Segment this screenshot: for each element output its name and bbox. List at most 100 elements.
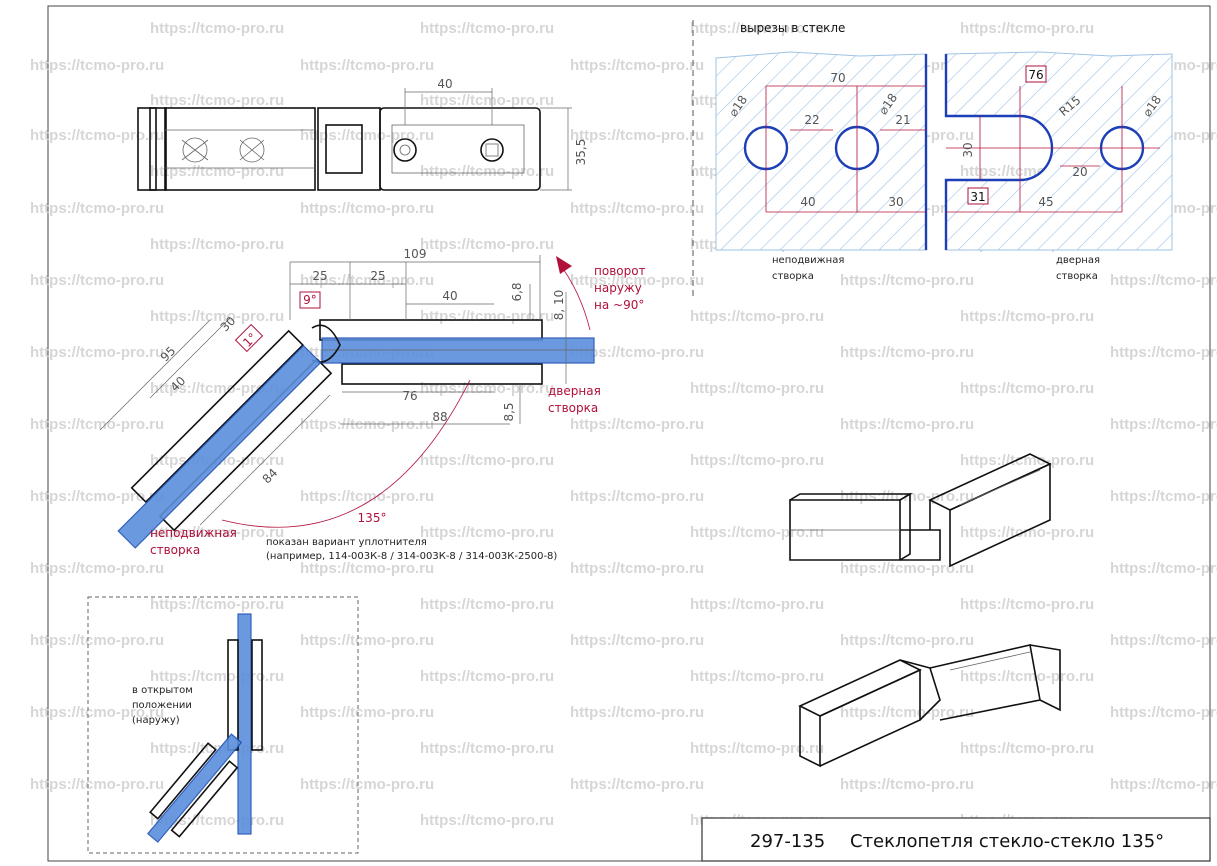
watermark-text: https://tcmo-pro.ru — [300, 488, 434, 505]
cut-r-dim-31: 31 — [970, 190, 985, 204]
svg-text:дверная: дверная — [1056, 255, 1100, 266]
watermark-text: https://tcmo-pro.ru — [300, 416, 434, 433]
watermark-text: https://tcmo-pro.ru — [420, 20, 554, 37]
watermark-text: https://tcmo-pro.ru — [420, 92, 554, 109]
svg-text:на ~90°: на ~90° — [594, 298, 644, 312]
isometric-view-top — [789, 453, 1052, 568]
watermark-text: https://tcmo-pro.ru — [690, 20, 824, 37]
watermark-text: https://tcmo-pro.ru — [1110, 632, 1217, 649]
cutouts-header: вырезы в стекле — [740, 21, 845, 35]
watermark-text: https://tcmo-pro.ru — [570, 776, 704, 793]
svg-text:створка: створка — [1056, 271, 1098, 282]
watermark-text: https://tcmo-pro.ru — [300, 57, 434, 74]
watermark-text: https://tcmo-pro.ru — [30, 200, 164, 217]
dim-total: 109 — [404, 247, 427, 261]
cut-l-dim-30: 30 — [888, 195, 903, 209]
watermark-text: https://tcmo-pro.ru — [30, 272, 164, 289]
watermark-text: https://tcmo-pro.ru — [150, 596, 284, 613]
watermark-text: https://tcmo-pro.ru — [150, 524, 284, 541]
watermark-text: https://tcmo-pro.ru — [570, 632, 704, 649]
watermark-text: https://tcmo-pro.ru — [840, 776, 974, 793]
watermark-text: https://tcmo-pro.ru — [840, 272, 974, 289]
cutout-left-glass — [715, 51, 928, 251]
top-dim-height: 35,5 — [574, 139, 588, 166]
dim-8-5: 8,5 — [502, 402, 516, 421]
watermark-text: https://tcmo-pro.ru — [570, 416, 704, 433]
svg-text:дверная: дверная — [548, 384, 601, 398]
watermark-text: https://tcmo-pro.ru — [150, 668, 284, 685]
watermark-text: https://tcmo-pro.ru — [960, 524, 1094, 541]
door-leaf-label: дверная створка — [548, 384, 601, 415]
fixed-glass-panel — [117, 344, 322, 549]
watermark-text: https://tcmo-pro.ru — [420, 380, 554, 397]
watermark-text: https://tcmo-pro.ru — [30, 57, 164, 74]
watermark-text: https://tcmo-pro.ru — [690, 308, 824, 325]
top-dim-length: 40 — [437, 77, 452, 91]
cut-r-dim-45: 45 — [1038, 195, 1053, 209]
top-view-hinge — [137, 88, 572, 191]
angle-135: 135° — [358, 511, 387, 525]
watermark-text: https://tcmo-pro.ru — [30, 344, 164, 361]
watermark-text: https://tcmo-pro.ru — [840, 416, 974, 433]
svg-text:показан вариант уплотнителя: показан вариант уплотнителя — [266, 537, 427, 548]
watermark-text: https://tcmo-pro.ru — [840, 704, 974, 721]
angle-9: 9° — [303, 293, 317, 307]
watermark-text: https://tcmo-pro.ru — [960, 380, 1094, 397]
cutout-right-label: дверная створка — [1056, 255, 1100, 282]
watermark-text: https://tcmo-pro.ru — [420, 812, 554, 829]
title-name: Стеклопетля стекло-стекло 135° — [850, 831, 1164, 852]
watermark-text: https://tcmo-pro.ru — [570, 272, 704, 289]
watermark-text: https://tcmo-pro.ru — [960, 308, 1094, 325]
watermark-text: https://tcmo-pro.ru — [960, 668, 1094, 685]
isometric-view-bottom — [798, 644, 1061, 768]
dim-6-8: 6,8 — [510, 282, 524, 301]
watermark-text: https://tcmo-pro.ru — [570, 57, 704, 74]
title-code: 297-135 — [750, 831, 825, 852]
watermark-text: https://tcmo-pro.ru — [420, 163, 554, 180]
watermark-text: https://tcmo-pro.ru — [150, 236, 284, 253]
door-glass-panel — [321, 337, 595, 364]
open-view-frame — [87, 596, 359, 854]
watermark-text: https://tcmo-pro.ru — [570, 488, 704, 505]
watermark-text: https://tcmo-pro.ru — [420, 740, 554, 757]
watermark-text: https://tcmo-pro.ru — [570, 560, 704, 577]
watermark-text: https://tcmo-pro.ru — [960, 20, 1094, 37]
watermark-text: https://tcmo-pro.ru — [30, 127, 164, 144]
watermark-text: https://tcmo-pro.ru — [150, 20, 284, 37]
open-view-hinge — [146, 613, 263, 843]
watermark-text: https://tcmo-pro.ru — [840, 344, 974, 361]
dim-25-a: 25 — [312, 269, 327, 283]
watermark-text: https://tcmo-pro.ru — [30, 632, 164, 649]
fixed-leaf-label: неподвижная створка — [150, 526, 237, 557]
watermark-text: https://tcmo-pro.ru — [300, 632, 434, 649]
svg-text:неподвижная: неподвижная — [150, 526, 237, 540]
sheet-frame — [47, 5, 1211, 862]
dim-88: 88 — [432, 410, 447, 424]
svg-text:в открытом: в открытом — [132, 685, 193, 696]
cutout-right-glass — [944, 51, 1173, 251]
watermark-text: https://tcmo-pro.ru — [300, 200, 434, 217]
watermark-text: https://tcmo-pro.ru — [690, 524, 824, 541]
cut-l-dim-40: 40 — [800, 195, 815, 209]
dim-25-b: 25 — [370, 269, 385, 283]
watermark-text: https://tcmo-pro.ru — [690, 596, 824, 613]
title-block — [701, 817, 1211, 862]
watermark-text: https://tcmo-pro.ru — [960, 452, 1094, 469]
watermark-text: https://tcmo-pro.ru — [420, 452, 554, 469]
watermark-text: https://tcmo-pro.ru — [420, 236, 554, 253]
watermark-text: https://tcmo-pro.ru — [300, 704, 434, 721]
svg-text:створка: створка — [548, 401, 598, 415]
cutout-left-label: неподвижная створка — [772, 255, 844, 282]
svg-text:положении: положении — [132, 700, 192, 711]
svg-text:створка: створка — [150, 543, 200, 557]
section-view-hinge — [99, 255, 595, 549]
svg-text:(например, 114-003К-8 / 314-00: (например, 114-003К-8 / 314-003К-8 / 314… — [266, 551, 557, 562]
watermark-text: https://tcmo-pro.ru — [30, 704, 164, 721]
watermark-text: https://tcmo-pro.ru — [1110, 704, 1217, 721]
watermark-text: https://tcmo-pro.ru — [570, 127, 704, 144]
watermark-text: https://tcmo-pro.ru — [300, 127, 434, 144]
watermark-text: https://tcmo-pro.ru — [840, 632, 974, 649]
watermark-text: https://tcmo-pro.ru — [420, 596, 554, 613]
open-view-note: в открытом положении (наружу) — [132, 685, 193, 726]
